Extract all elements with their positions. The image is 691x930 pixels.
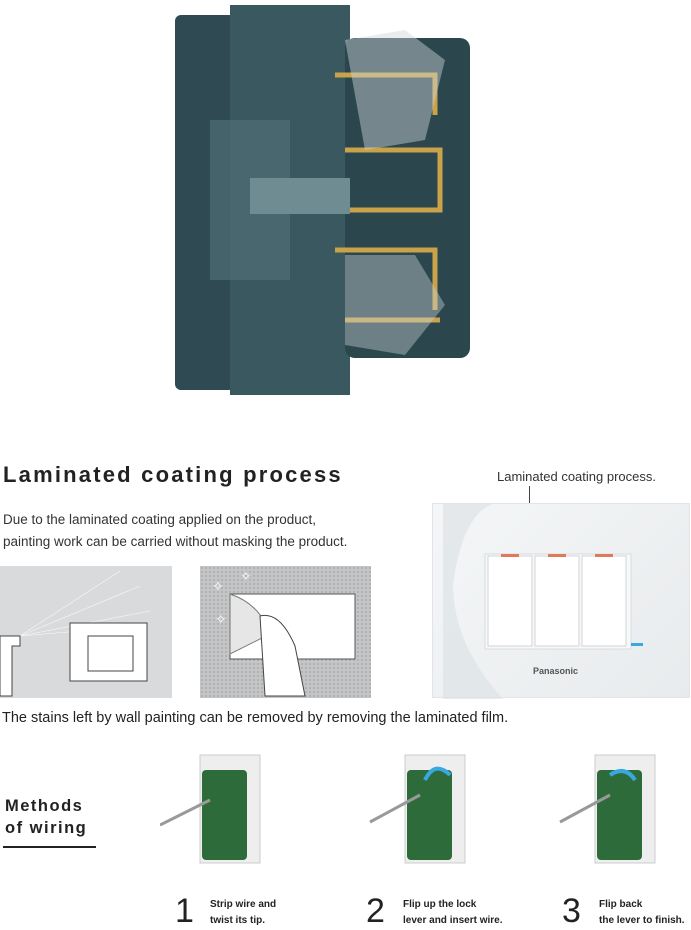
spray-painting-illustration — [0, 566, 172, 698]
panasonic-switch-panel-image: Panasonic — [432, 503, 690, 699]
description-line: Due to the laminated coating applied on … — [3, 512, 316, 527]
section-title: Laminated coating process — [3, 462, 343, 487]
step-line: Flip up the lock — [403, 899, 477, 910]
film-peeling-illustration: ✧ ✧ ✧ — [200, 566, 371, 698]
step-line: lever and insert wire. — [403, 915, 503, 926]
svg-text:✧: ✧ — [215, 611, 227, 627]
section-description: Due to the laminated coating applied on … — [3, 509, 347, 553]
step-number: 1 — [175, 892, 194, 930]
step-instruction: Flip back the lever to finish. — [599, 897, 685, 929]
switch-cross-section-image — [175, 5, 470, 395]
step-number: 2 — [366, 892, 385, 930]
panel-brand-logo: Panasonic — [533, 666, 579, 676]
svg-text:✧: ✧ — [212, 578, 224, 594]
step-line: the lever to finish. — [599, 915, 685, 926]
step-instruction: Strip wire and twist its tip. — [210, 897, 276, 929]
svg-text:✧: ✧ — [240, 568, 252, 584]
step-line: twist its tip. — [210, 915, 265, 926]
wiring-title-underline — [3, 846, 96, 848]
step-number: 3 — [562, 892, 581, 930]
section-caption: The stains left by wall painting can be … — [2, 710, 509, 726]
panel-callout-label: Laminated coating process. — [497, 469, 656, 484]
wiring-step-1-image — [160, 754, 261, 864]
wiring-title: Methods of wiring — [5, 795, 87, 839]
wiring-step-2-image — [369, 754, 466, 864]
wiring-title-line: Methods — [5, 797, 84, 815]
description-line: painting work can be carried without mas… — [3, 534, 348, 549]
step-instruction: Flip up the lock lever and insert wire. — [403, 897, 503, 929]
step-line: Flip back — [599, 899, 643, 910]
wiring-title-line: of wiring — [5, 819, 88, 837]
wiring-step-3-image — [559, 754, 656, 864]
step-line: Strip wire and — [210, 899, 277, 910]
